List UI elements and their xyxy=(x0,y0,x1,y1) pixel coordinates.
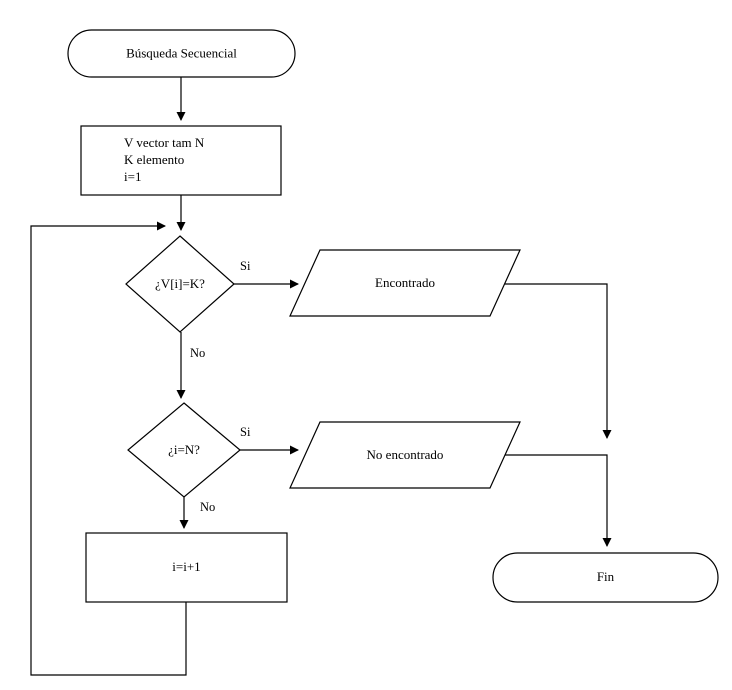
node-output-found[interactable]: Encontrado xyxy=(289,249,521,317)
increment-shape xyxy=(85,532,288,603)
node-increment[interactable]: i=i+1 xyxy=(85,532,288,603)
output-not-found-label: No encontrado xyxy=(367,447,444,462)
node-end[interactable]: Fin xyxy=(492,552,719,603)
end-label: Fin xyxy=(597,569,615,584)
edge-increment-loopback xyxy=(30,221,187,676)
label-decision-end-no: No xyxy=(200,500,215,514)
node-start[interactable]: Búsqueda Secuencial xyxy=(67,29,296,78)
output-not-found-shape xyxy=(289,421,521,489)
decision-end-shape xyxy=(127,402,241,498)
label-decision-found-no: No xyxy=(190,346,205,360)
declare-line-1: V vector tam N xyxy=(124,135,205,150)
output-found-label: Encontrado xyxy=(375,275,435,290)
start-label: Búsqueda Secuencial xyxy=(126,45,237,60)
output-found-shape xyxy=(289,249,521,317)
declare-shape xyxy=(80,125,282,196)
declare-line-2: K elemento xyxy=(124,152,184,167)
decision-found-label: ¿V[i]=K? xyxy=(155,276,205,291)
end-shape xyxy=(492,552,719,603)
label-decision-end-yes: Si xyxy=(240,425,251,439)
node-decision-end[interactable]: ¿i=N? xyxy=(127,402,241,498)
node-decision-found[interactable]: ¿V[i]=K? xyxy=(125,235,235,333)
edge-not-found-to-end xyxy=(505,454,612,547)
label-decision-found-yes: Si xyxy=(240,259,251,273)
increment-label: i=i+1 xyxy=(172,559,200,574)
node-output-not-found[interactable]: No encontrado xyxy=(289,421,521,489)
edge-found-to-merge xyxy=(505,283,612,439)
decision-end-label: ¿i=N? xyxy=(168,442,200,457)
node-declare[interactable]: V vector tam N K elemento i=1 xyxy=(80,125,282,196)
declare-line-3: i=1 xyxy=(124,169,141,184)
start-shape xyxy=(67,29,296,78)
decision-found-shape xyxy=(125,235,235,333)
